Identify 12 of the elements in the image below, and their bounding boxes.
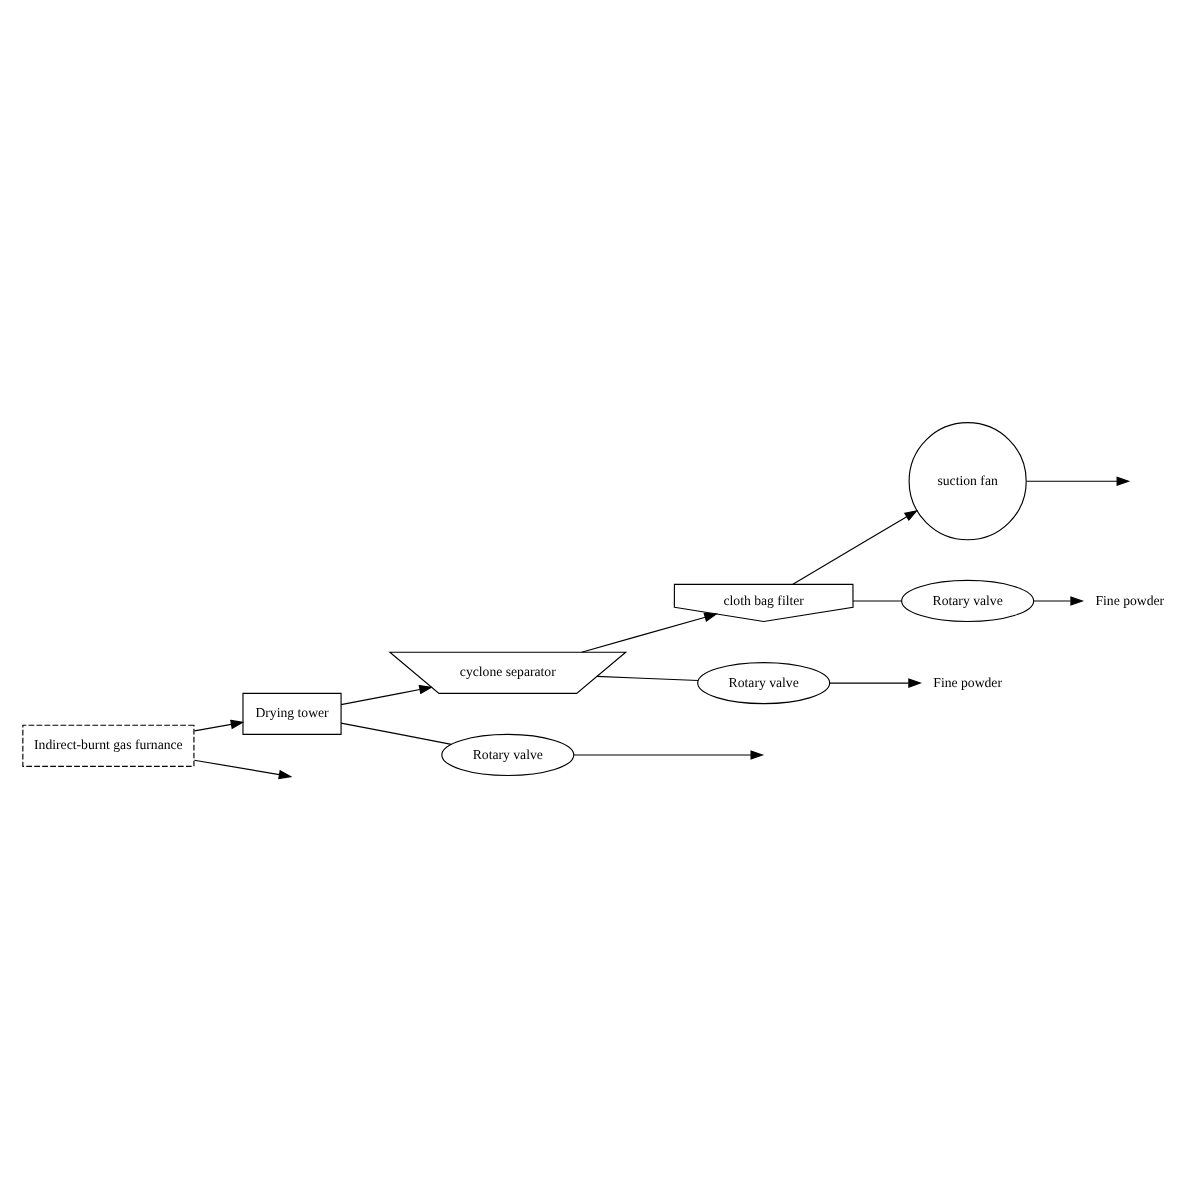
arrow — [829, 678, 922, 688]
arrow — [573, 750, 765, 760]
arrow — [340, 684, 433, 706]
arrow — [792, 509, 919, 585]
arrow — [581, 612, 718, 653]
connector — [596, 675, 699, 682]
connector — [852, 600, 903, 602]
arrow — [193, 759, 293, 780]
arrow — [1025, 476, 1131, 486]
connector — [340, 722, 452, 745]
arrow — [1033, 596, 1085, 606]
arrow — [193, 719, 245, 732]
